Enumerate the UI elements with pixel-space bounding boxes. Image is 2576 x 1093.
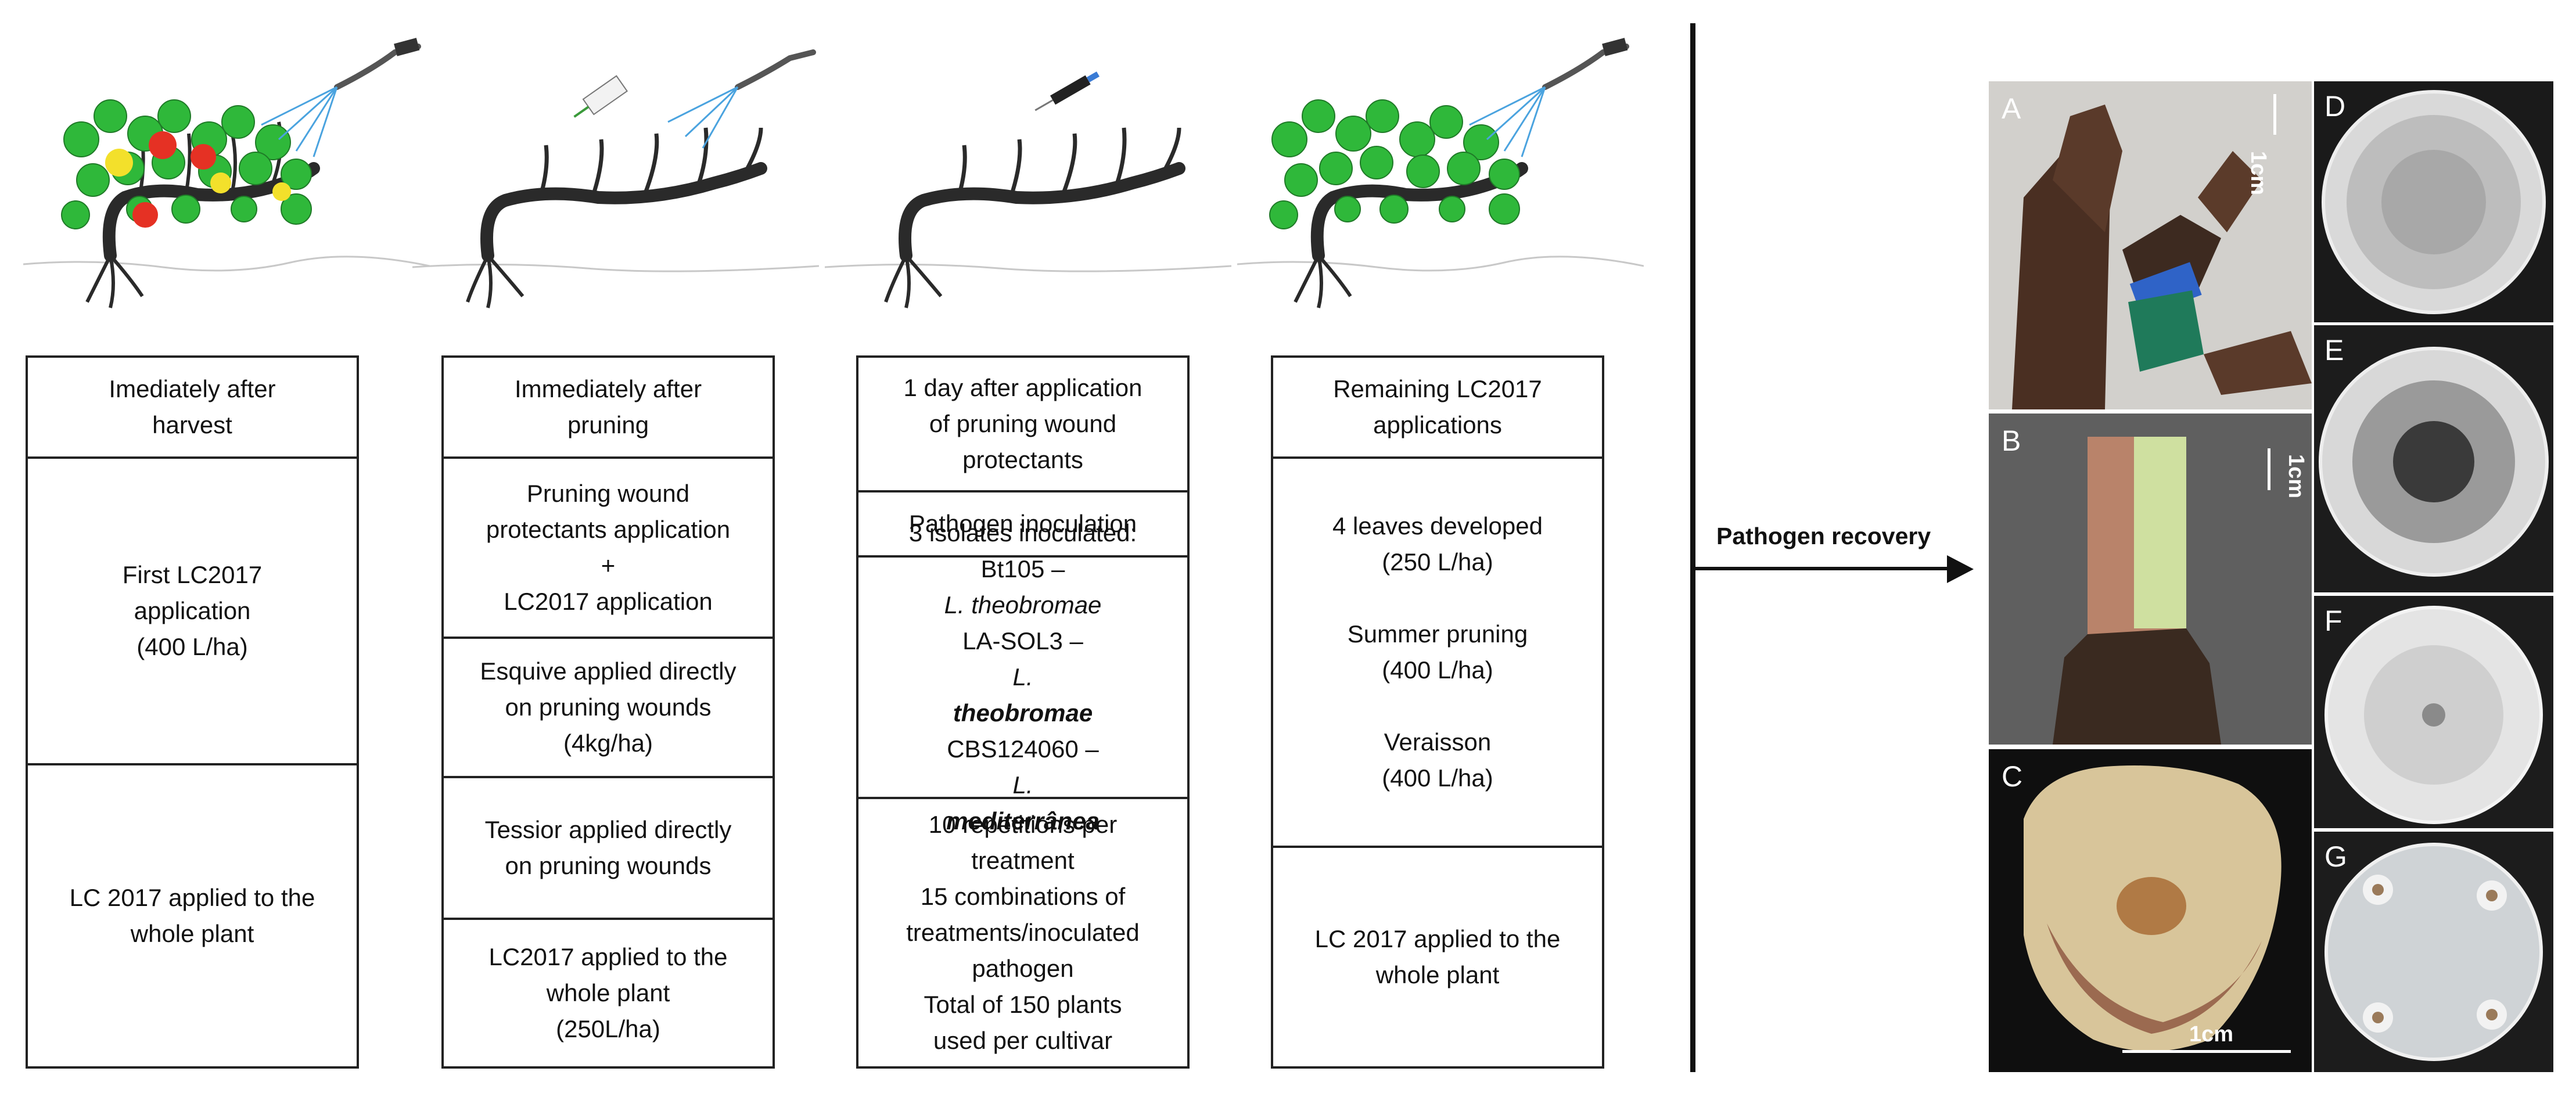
photo-e-label: E xyxy=(2324,334,2344,366)
pruned-cane-image xyxy=(1989,81,2312,409)
scale-bar-a xyxy=(2273,94,2276,135)
petri-dish-e-image xyxy=(2314,325,2553,592)
scale-bar-c xyxy=(2122,1050,2291,1053)
column-4-cell-3: LC 2017 applied to the whole plant xyxy=(1273,846,1602,1066)
photo-c-cross-section: C 1cm xyxy=(1989,749,2312,1072)
photo-d-label: D xyxy=(2324,90,2346,123)
timeline-column-1: Imediately after harvest First LC2017 ap… xyxy=(26,355,359,1069)
photo-a-pruned-cane: A 1cm xyxy=(1989,81,2312,409)
column-3-cell-1: 1 day after application of pruning wound… xyxy=(903,374,1143,473)
petri-dish-d-image xyxy=(2314,81,2553,322)
column-4-cell-2: 4 leaves developed (250 L/ha) Summer pru… xyxy=(1273,456,1602,846)
photo-a-label: A xyxy=(2002,92,2021,125)
photo-f-label: F xyxy=(2324,605,2343,637)
column-3-cell-3: 3 isolates inoculated: Bt105 – L. theobr… xyxy=(858,519,1187,835)
column-2-cell-2: Pruning wound protectants application + … xyxy=(444,456,773,637)
pruned-vine-pipette-illustration xyxy=(825,71,1231,308)
scale-label-a: 1cm xyxy=(2246,151,2270,196)
scale-label-b: 1cm xyxy=(2284,454,2308,499)
column-4-cell-1: Remaining LC2017 applications xyxy=(1333,375,1542,438)
column-1-cell-1: Imediately after harvest xyxy=(109,375,276,438)
timeline-column-4: Remaining LC2017 applications 4 leaves d… xyxy=(1271,355,1604,1069)
column-2-cell-3: Esquive applied directly on pruning woun… xyxy=(444,637,773,776)
scale-label-c: 1cm xyxy=(2189,1022,2234,1047)
cross-section-image xyxy=(1989,749,2312,1072)
scale-bar-b xyxy=(2268,448,2270,490)
photo-c-label: C xyxy=(2002,760,2023,793)
column-2-cell-1: Immediately after pruning xyxy=(514,375,702,438)
cane-section-image xyxy=(1989,414,2312,745)
photo-b-cane-section: B 1cm xyxy=(1989,414,2312,745)
vertical-divider xyxy=(1690,23,1695,1072)
recovery-arrow-line xyxy=(1695,567,1950,570)
column-1-cell-3: LC 2017 applied to the whole plant xyxy=(28,763,357,1066)
pathogen-recovery-label: Pathogen recovery xyxy=(1716,523,1931,549)
petri-dish-g-image xyxy=(2314,832,2553,1072)
recovery-arrow-head xyxy=(1947,555,1974,583)
column-3-cell-4: 10 repetitions per treatment 15 combinat… xyxy=(858,797,1187,1066)
column-2-cell-4: Tessior applied directly on pruning woun… xyxy=(444,776,773,918)
petri-dish-f-image xyxy=(2314,596,2553,828)
timeline-column-3: 1 day after application of pruning wound… xyxy=(856,355,1190,1069)
timeline-column-2: Immediately after pruning Pruning wound … xyxy=(441,355,775,1069)
photo-b-label: B xyxy=(2002,425,2021,457)
photo-g-label: G xyxy=(2324,840,2347,873)
vine-leaves-spray-illustration xyxy=(1237,38,1644,308)
vine-with-leaves-spray-illustration xyxy=(23,38,430,308)
column-3-cell-2: Pathogen inoculation xyxy=(858,490,1187,555)
photo-g-petri-dish: G xyxy=(2314,832,2553,1072)
photo-d-petri-dish: D xyxy=(2314,81,2553,322)
column-2-cell-5: LC2017 applied to the whole plant (250L/… xyxy=(444,918,773,1066)
column-1-cell-2: First LC2017 application (400 L/ha) xyxy=(28,456,357,763)
photo-e-petri-dish: E xyxy=(2314,325,2553,592)
photo-f-petri-dish: F xyxy=(2314,596,2553,828)
pruned-vine-brush-spray-illustration xyxy=(412,49,819,308)
